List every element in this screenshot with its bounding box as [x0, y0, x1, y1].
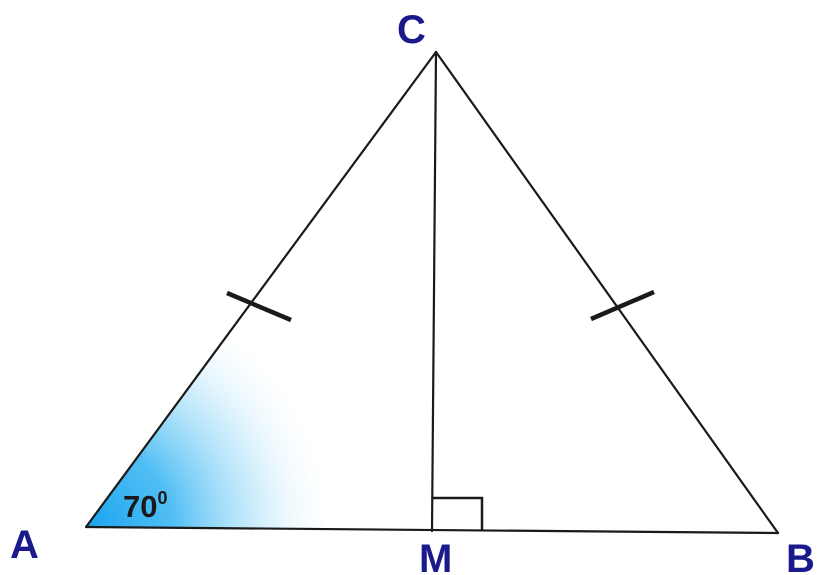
tick-mark-ac: [226, 290, 292, 323]
vertex-label-a: A: [10, 523, 39, 567]
right-angle-marker: [432, 496, 484, 531]
tick-mark-cb: [590, 289, 655, 322]
side-cb: [434, 50, 780, 535]
vertex-label-m: M: [419, 537, 452, 575]
altitude-cm: [430, 50, 438, 533]
angle-a-label: 700: [123, 488, 168, 524]
vertex-label-b: B: [786, 537, 815, 575]
angle-a-value: 70: [123, 489, 157, 524]
angle-a-degree-mark: 0: [157, 488, 167, 508]
vertex-label-c: C: [397, 8, 426, 52]
side-ac: [84, 50, 438, 529]
